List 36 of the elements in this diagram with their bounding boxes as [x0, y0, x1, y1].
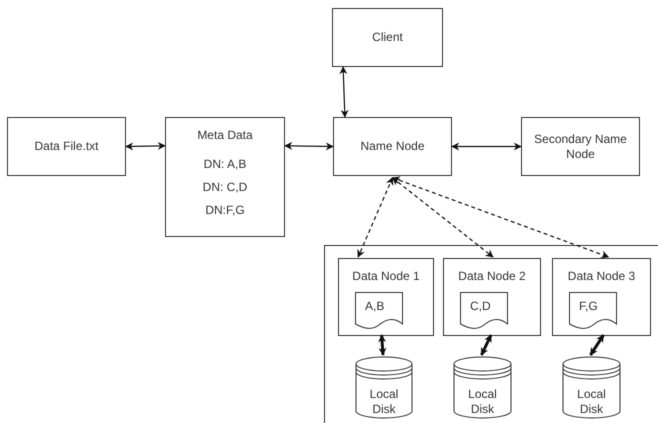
connector-arrow: [451, 142, 522, 150]
node-title: Data Node 3: [568, 269, 636, 284]
connector-arrow: [357, 177, 394, 258]
disk-label: Local Disk: [576, 387, 607, 417]
process-box: [552, 258, 651, 336]
document-label: F,G: [579, 298, 598, 315]
node-title: Secondary Name Node: [533, 132, 628, 162]
node-title: Name Node: [360, 139, 425, 154]
document-label: C,D: [470, 298, 491, 315]
node-title: Client: [372, 30, 403, 45]
node-title: Data Node 2: [458, 269, 526, 284]
node-entry: DN:F,G: [205, 203, 245, 218]
connector-arrow: [392, 177, 494, 258]
process-box: [7, 117, 126, 176]
node-title: Data Node 1: [352, 269, 420, 284]
connector-arrow: [125, 142, 166, 150]
node-entry: DN: C,D: [202, 180, 248, 195]
process-box: [338, 258, 434, 336]
document-label: A,B: [365, 298, 384, 315]
process-box: [332, 8, 443, 67]
process-box: [521, 117, 640, 176]
connector-arrow: [392, 176, 610, 258]
connector-arrow: [480, 334, 492, 356]
process-box: [165, 117, 285, 237]
connector-arrow: [284, 142, 334, 150]
node-entry: DN: A,B: [204, 157, 246, 172]
process-box: [443, 258, 541, 336]
node-title: Data File.txt: [34, 139, 99, 154]
connector-arrow: [339, 66, 349, 118]
group-frame: [324, 245, 658, 423]
connector-arrow: [589, 334, 605, 356]
process-box: [333, 117, 452, 176]
disk-label: Local Disk: [368, 387, 400, 417]
node-title: Meta Data: [197, 128, 253, 143]
disk-label: Local Disk: [467, 387, 498, 417]
connector-arrow: [378, 334, 386, 356]
